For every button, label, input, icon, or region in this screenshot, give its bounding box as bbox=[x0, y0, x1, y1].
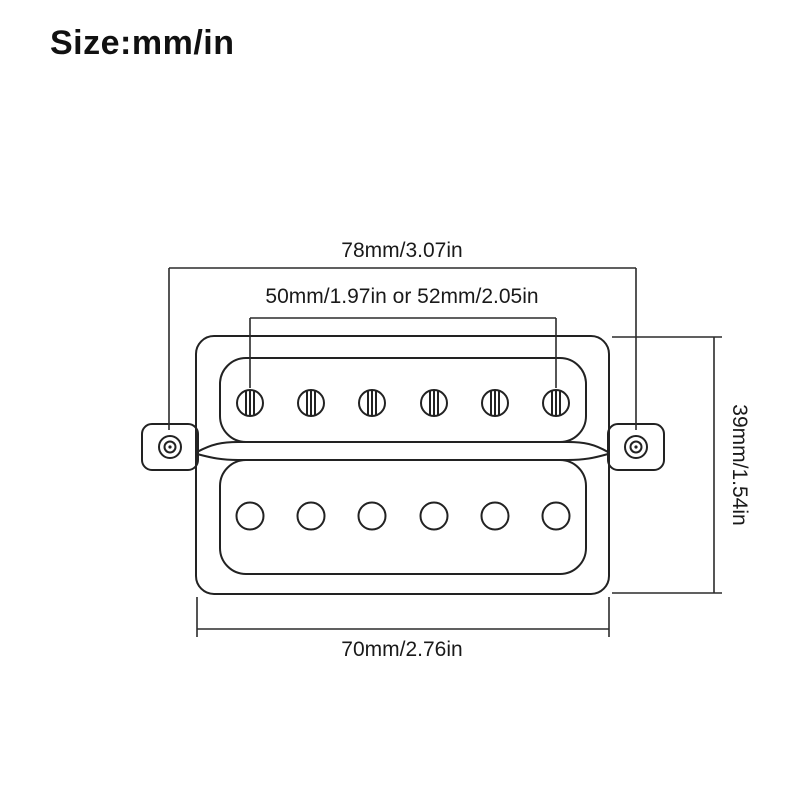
slug-pole bbox=[541, 501, 571, 531]
waist-curve-upper bbox=[196, 441, 609, 453]
height-label: 39mm/1.54in bbox=[728, 404, 751, 525]
slug-pole bbox=[296, 501, 326, 531]
slug-pole bbox=[480, 501, 510, 531]
bottom-bobbin-outline bbox=[219, 459, 587, 575]
screw-pole bbox=[236, 389, 264, 417]
mounting-tab-right bbox=[607, 423, 665, 471]
screw-pole bbox=[481, 389, 509, 417]
mounting-screw-left-icon bbox=[158, 435, 182, 459]
overall-width-label: 78mm/3.07in bbox=[341, 239, 462, 262]
dimension-body-width: 70mm/2.76in bbox=[196, 597, 610, 661]
pickup-body-outline bbox=[195, 335, 610, 595]
slug-pole bbox=[235, 501, 265, 531]
pole-row-screws bbox=[236, 389, 570, 417]
body-width-label: 70mm/2.76in bbox=[341, 638, 462, 661]
page-title: Size:mm/in bbox=[50, 24, 235, 62]
dimension-height: 39mm/1.54in bbox=[612, 336, 751, 594]
waist-curve-lower bbox=[196, 453, 609, 461]
pickup-drawing bbox=[141, 335, 665, 595]
screw-pole bbox=[420, 389, 448, 417]
slug-pole bbox=[357, 501, 387, 531]
dimension-overall-width: 78mm/3.07in bbox=[168, 239, 637, 430]
screw-pole bbox=[358, 389, 386, 417]
pole-spacing-label: 50mm/1.97in or 52mm/2.05in bbox=[265, 285, 538, 308]
mounting-tab-left bbox=[141, 423, 199, 471]
screw-pole bbox=[297, 389, 325, 417]
slug-pole bbox=[419, 501, 449, 531]
dimension-pole-spacing: 50mm/1.97in or 52mm/2.05in bbox=[249, 285, 557, 388]
mounting-screw-right-icon bbox=[624, 435, 648, 459]
screw-pole bbox=[542, 389, 570, 417]
pole-row-slugs bbox=[235, 501, 571, 531]
top-bobbin-outline bbox=[219, 357, 587, 443]
